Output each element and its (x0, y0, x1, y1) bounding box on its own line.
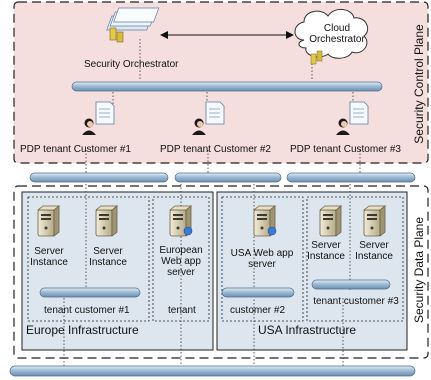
interplane-bus-right (286, 172, 416, 183)
server-icon-eu-web (169, 205, 193, 237)
server-icon-usa-web (253, 205, 277, 237)
control-bus (71, 81, 383, 92)
usa-tenant3-bus (311, 279, 391, 290)
usa-web-box (221, 196, 304, 322)
usa-customer2-bus (221, 287, 295, 298)
pdp-label-1: PDP tenant Customer #1 (20, 144, 131, 155)
usa-customer-label: customer #2 (230, 305, 286, 316)
eu-tenant-box-label: tenant customer #1 (44, 305, 130, 316)
data-plane-title: Security Data Plane (412, 216, 426, 324)
pdp-label-3: PDP tenant Customer #3 (290, 144, 401, 155)
server-icon-usa-1 (319, 205, 342, 237)
tenant-customer-1-box (27, 196, 150, 322)
eu-tenant-label: tenant (168, 305, 196, 316)
server-icon-usa-2 (363, 205, 386, 237)
interplane-bus-mid (174, 172, 282, 183)
eu-web-server-label: European Web app server (159, 245, 203, 278)
eu-server-b-label: Server Instance (89, 246, 127, 268)
control-plane-title: Security Control Plane (412, 24, 426, 144)
security-orchestrator-label: Security Orchestrator (84, 59, 179, 70)
pdp-label-2: PDP tenant Customer #2 (160, 144, 271, 155)
eu-server-a-label: Server Instance (30, 246, 68, 268)
bottom-bus (9, 365, 416, 377)
europe-tenant-bus (39, 287, 141, 298)
orchestrator-link-arrow (160, 31, 294, 39)
usa-server-b-label: Server Instance (355, 240, 393, 262)
interplane-bus-left (29, 172, 169, 183)
cloud-orchestrator-label: Cloud Orchestrator (309, 23, 365, 45)
usa-server-a-label: Server Instance (307, 240, 345, 262)
server-icon-eu-2 (95, 205, 118, 237)
server-icon-eu-1 (37, 205, 60, 237)
cloud-orchestrator-icon (294, 9, 369, 65)
europe-infra-label: Europe Infrastructure (26, 323, 139, 337)
usa-infra-label: USA Infrastructure (258, 323, 357, 337)
security-orchestrator-icon (106, 7, 160, 43)
usa-tenant-box-label: tenant customer #3 (313, 296, 399, 307)
usa-web-server-label: USA Web app server (230, 248, 294, 270)
tenant-customer-3-box (306, 196, 404, 322)
